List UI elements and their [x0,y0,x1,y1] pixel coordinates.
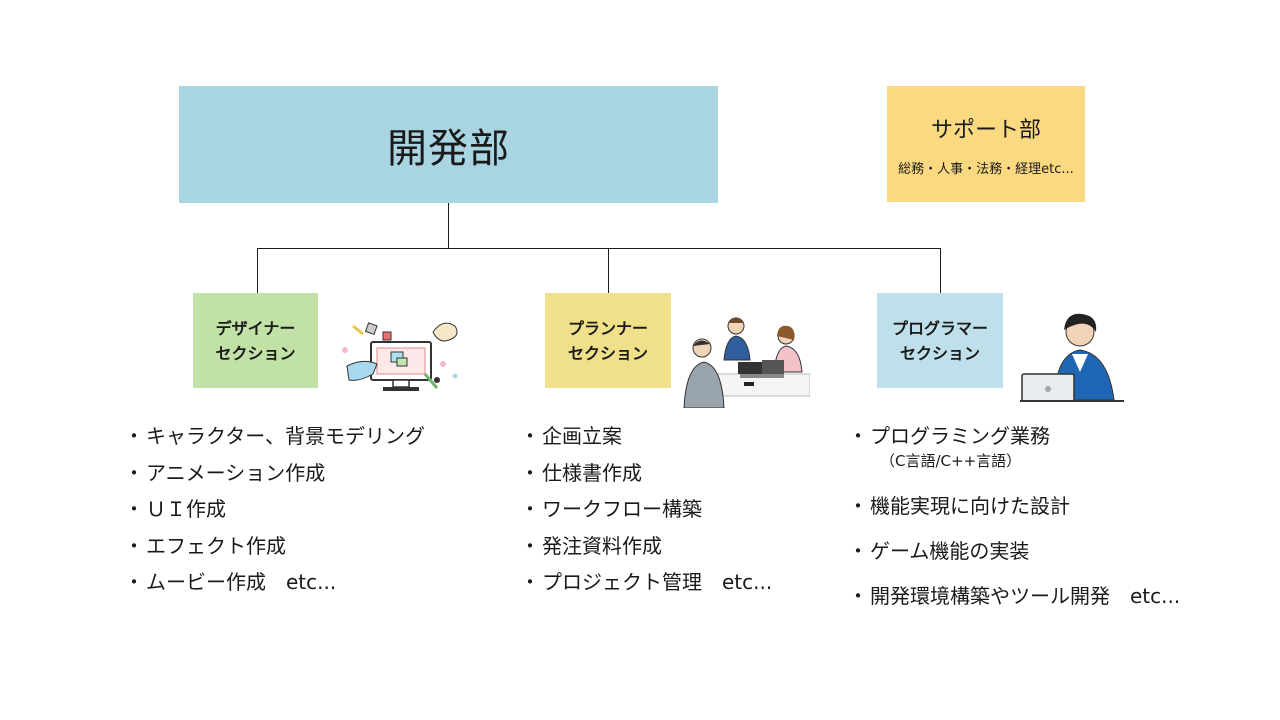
planner-task-item: 企画立案 [520,420,772,457]
planner-task-item: ワークフロー構築 [520,493,772,530]
designer-section-box: デザイナー セクション [193,293,318,388]
planner-task-item: プロジェクト管理 etc... [520,566,772,603]
designer-task-item: キャラクター、背景モデリング [124,420,425,457]
connector-planner [608,248,609,293]
designer-task-item: アニメーション作成 [124,457,425,494]
designer-title-line1: デザイナー [215,318,296,338]
planner-title-line2: セクション [567,343,648,363]
planner-section-box: プランナー セクション [545,293,671,388]
designer-task-list: キャラクター、背景モデリング アニメーション作成 ＵＩ作成 エフェクト作成 ムー… [124,420,425,603]
designer-title-line2: セクション [215,343,296,363]
programmer-title-line2: セクション [899,343,980,363]
dev-department-title: 開発部 [387,125,510,172]
support-department-title: サポート部 [930,117,1041,143]
planner-task-item: 仕様書作成 [520,457,772,494]
connector-programmer [940,248,941,293]
support-department-box: サポート部 総務・人事・法務・経理etc... [887,86,1085,202]
designer-task-item: ＵＩ作成 [124,493,425,530]
connector-designer [257,248,258,293]
programmer-task-list: プログラミング業務 （C言語/C++言語） 機能実現に向けた設計 ゲーム機能の実… [848,420,1180,625]
programmer-task-item: 開発環境構築やツール開発 etc... [848,580,1180,625]
programmer-task-item: プログラミング業務 [848,420,1180,450]
programmer-task-item: ゲーム機能の実装 [848,535,1180,580]
designer-task-item: ムービー作成 etc... [124,566,425,603]
programmer-title-line1: プログラマー [891,318,988,338]
planner-title-line1: プランナー [567,318,648,338]
planner-task-item: 発注資料作成 [520,530,772,567]
programmer-task-note: （C言語/C++言語） [880,452,1022,470]
computer-design-illustration [342,322,458,391]
dev-department-box: 開発部 [179,86,718,203]
programmer-laptop-illustration [1020,313,1124,402]
planner-task-list: 企画立案 仕様書作成 ワークフロー構築 発注資料作成 プロジェクト管理 etc.… [520,420,772,603]
team-meeting-illustration [683,317,810,408]
programmer-section-box: プログラマー セクション [877,293,1003,388]
connector-vertical-main [448,203,449,248]
programmer-task-item: 機能実現に向けた設計 [848,490,1180,535]
designer-task-item: エフェクト作成 [124,530,425,567]
support-department-subtitle: 総務・人事・法務・経理etc... [898,161,1074,177]
connector-horizontal [257,248,941,249]
